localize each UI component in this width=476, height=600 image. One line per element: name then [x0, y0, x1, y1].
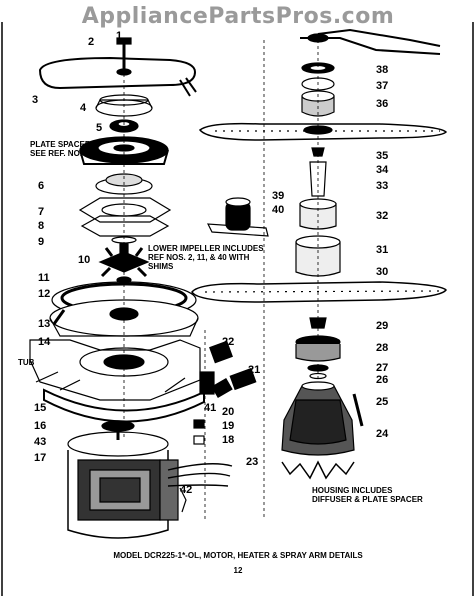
callout-41: 41 [204, 402, 217, 414]
callout-10: 10 [78, 254, 91, 266]
callout-34: 34 [376, 164, 389, 176]
watermark: AppliancePartsPros.com [81, 4, 395, 29]
note-housing: HOUSING INCLUDES DIFFUSER & PLATE SPACER [312, 486, 423, 504]
clamp-parts [199, 340, 257, 399]
callout-12: 12 [38, 288, 51, 300]
callout-14: 14 [38, 336, 51, 348]
page-number: 12 [233, 566, 243, 575]
callout-40: 40 [272, 204, 285, 216]
note-tub: TUB [18, 358, 35, 367]
callout-8: 8 [38, 220, 45, 232]
pump-base [49, 281, 199, 337]
bolt-part [116, 37, 132, 70]
callout-13: 13 [38, 318, 51, 330]
callout-9: 9 [38, 236, 45, 248]
cylinder-part [206, 197, 269, 237]
callout-26: 26 [376, 374, 389, 386]
callout-35: 35 [376, 150, 389, 162]
callout-31: 31 [376, 244, 389, 256]
callout-18: 18 [222, 434, 235, 446]
callout-2: 2 [88, 36, 95, 48]
lower-spray-arm [191, 281, 447, 303]
callout-19: 19 [222, 420, 235, 432]
callout-43: 43 [34, 436, 47, 448]
callout-21: 21 [248, 364, 261, 376]
callout-32: 32 [376, 210, 389, 222]
nut-part [193, 419, 205, 429]
callout-37: 37 [376, 80, 389, 92]
callout-29: 29 [376, 320, 389, 332]
note-lower-impeller: LOWER IMPELLER INCLUDES REF NOS. 2, 11, … [148, 244, 264, 271]
callout-42: 42 [180, 484, 193, 496]
callout-23: 23 [246, 456, 259, 468]
motor-top [67, 420, 169, 457]
note-plate-spacer: PLATE SPACER SEE REF. NO. 24 [30, 140, 94, 158]
callout-39: 39 [272, 190, 285, 202]
screw-part [52, 309, 66, 325]
figure-caption: MODEL DCR225-1*-OL, MOTOR, HEATER & SPRA… [113, 551, 363, 560]
upper-spray-arm [198, 122, 448, 141]
motor [67, 450, 179, 539]
callout-33: 33 [376, 180, 389, 192]
callout-28: 28 [376, 342, 389, 354]
callout-38: 38 [376, 64, 389, 76]
callout-30: 30 [376, 266, 389, 278]
callout-5: 5 [96, 122, 103, 134]
callout-7: 7 [38, 206, 45, 218]
callout-17: 17 [34, 452, 47, 464]
pump-cover [295, 335, 341, 362]
callout-24: 24 [376, 428, 389, 440]
upper-spray-nozzle [300, 28, 441, 55]
callout-11: 11 [38, 272, 50, 284]
callout-16: 16 [34, 420, 47, 432]
callout-36: 36 [376, 98, 389, 110]
callout-6: 6 [38, 180, 45, 192]
callout-4: 4 [80, 102, 87, 114]
tub-section [29, 339, 201, 401]
callout-1: 1 [116, 30, 123, 42]
callout-25: 25 [376, 396, 389, 408]
pump-housing [281, 381, 355, 456]
callout-20: 20 [222, 406, 235, 418]
gear-part [109, 119, 139, 133]
callout-3: 3 [32, 94, 39, 106]
gasket-plate [78, 197, 172, 223]
callout-22: 22 [222, 336, 235, 348]
callout-27: 27 [376, 362, 389, 374]
callout-15: 15 [34, 402, 47, 414]
